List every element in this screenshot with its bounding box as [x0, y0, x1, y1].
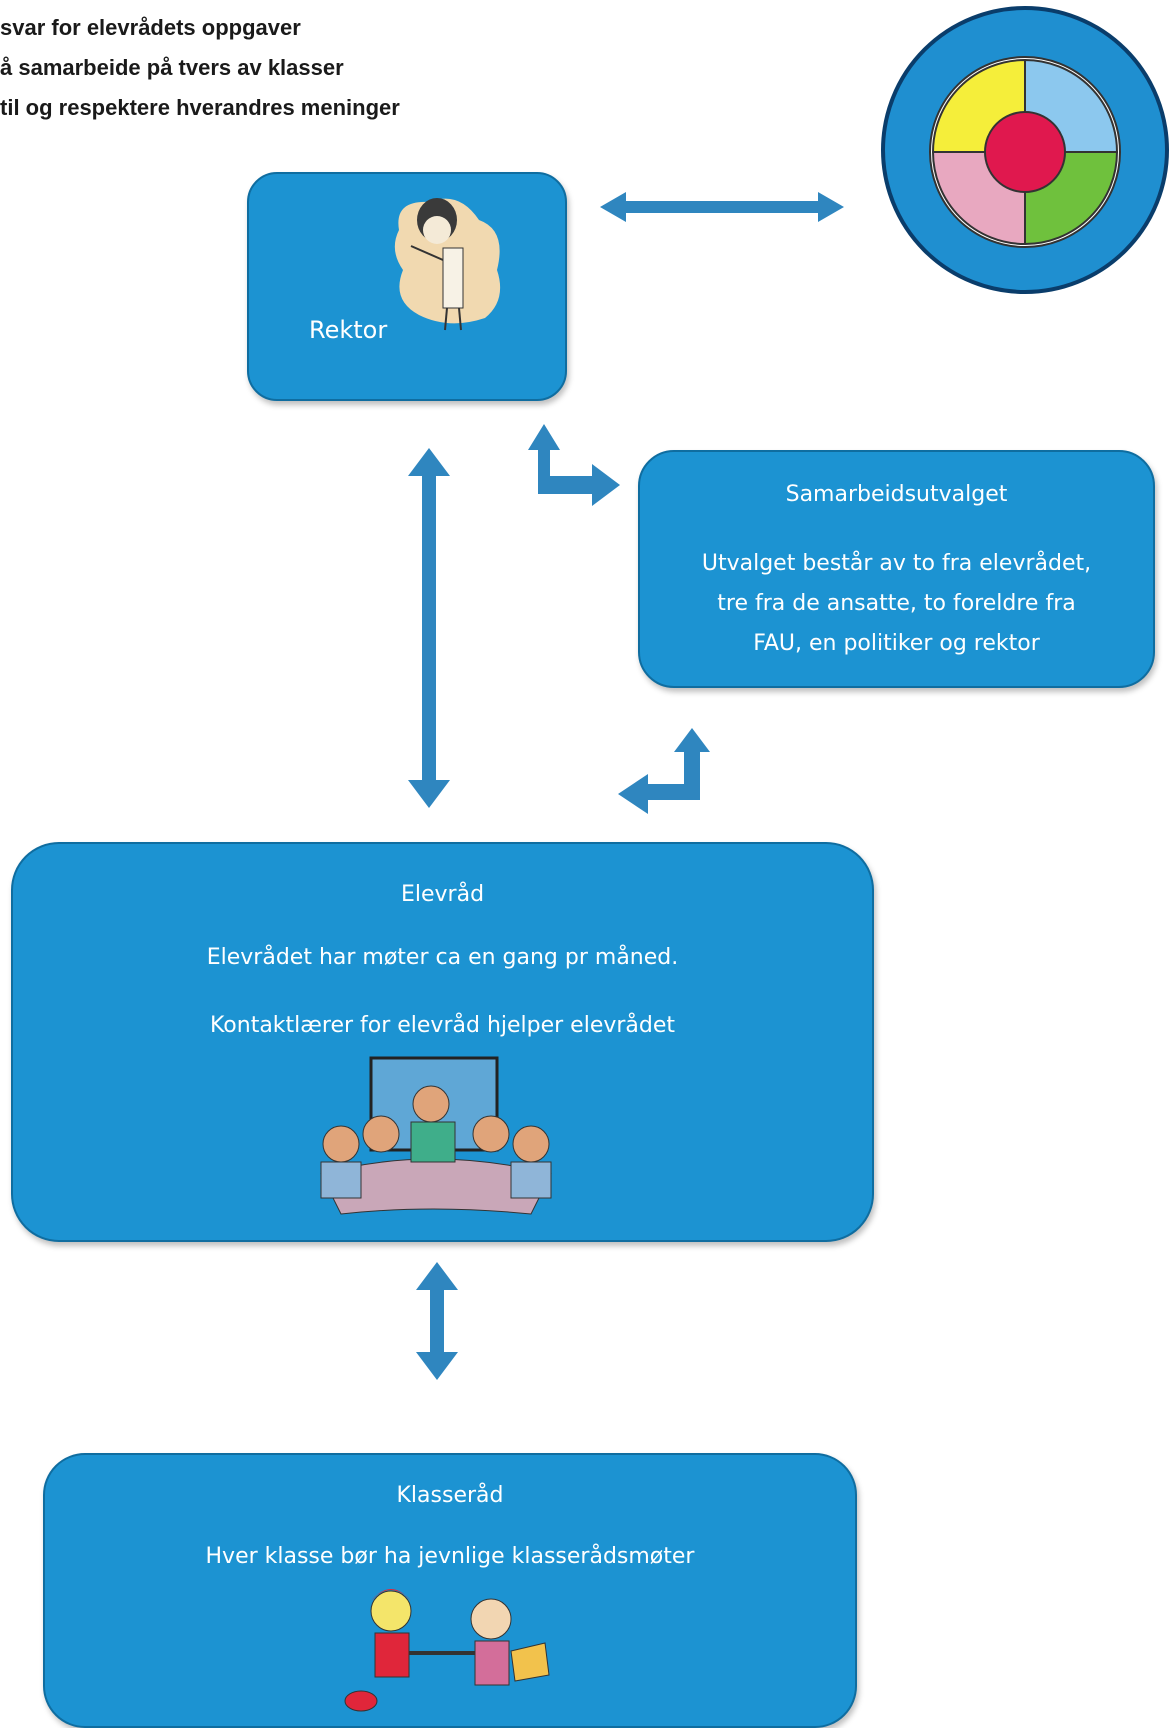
intro-bullet: svar for elevrådets oppgaver	[0, 15, 301, 40]
children-illustration-icon	[344, 1589, 550, 1712]
elevraad-title: Elevråd	[400, 882, 485, 907]
klasseraad-title: Klasseråd	[396, 1483, 504, 1508]
samarbeidsutvalget-box: Samarbeidsutvalget Utvalget består av to…	[638, 450, 1155, 688]
klasseraad-box: Klasseråd Hver klasse bør ha jevnlige kl…	[43, 1453, 857, 1728]
elevraad-box: Elevråd Elevrådet har møter ca en gang p…	[11, 842, 874, 1242]
elevraad-contact-teacher-text: Kontaktlærer for elevråd hjelper elevråd…	[209, 1013, 676, 1038]
elevraad-meeting-text: Elevrådet har møter ca en gang pr måned.	[206, 945, 679, 970]
samarbeidsutvalget-title: Samarbeidsutvalget	[785, 482, 1008, 507]
samarbeidsutvalget-line: Utvalget består av to fra elevrådet,	[701, 551, 1092, 576]
intro-bullet: til og respektere hverandres meninger	[0, 95, 400, 120]
bent-double-arrow-lower	[618, 728, 710, 814]
meeting-illustration-icon	[320, 1056, 552, 1215]
bent-double-arrow-upper	[528, 424, 620, 506]
intro-bullet-list: svar for elevrådets oppgaver å samarbeid…	[0, 8, 400, 128]
double-arrow-horizontal	[600, 192, 844, 222]
teacher-icon	[394, 198, 501, 331]
samarbeidsutvalget-line: tre fra de ansatte, to foreldre fra	[717, 591, 1076, 616]
klasseraad-text: Hver klasse bør ha jevnlige klasserådsmø…	[205, 1544, 695, 1569]
rektor-label: Rektor	[309, 316, 388, 344]
double-arrow-vertical-short	[416, 1262, 458, 1380]
school-environment-wheel-logo	[881, 6, 1169, 294]
samarbeidsutvalget-line: FAU, en politiker og rektor	[753, 631, 1040, 656]
double-arrow-vertical	[408, 448, 450, 808]
rektor-box: Rektor	[247, 172, 567, 401]
intro-bullet: å samarbeide på tvers av klasser	[0, 55, 344, 80]
